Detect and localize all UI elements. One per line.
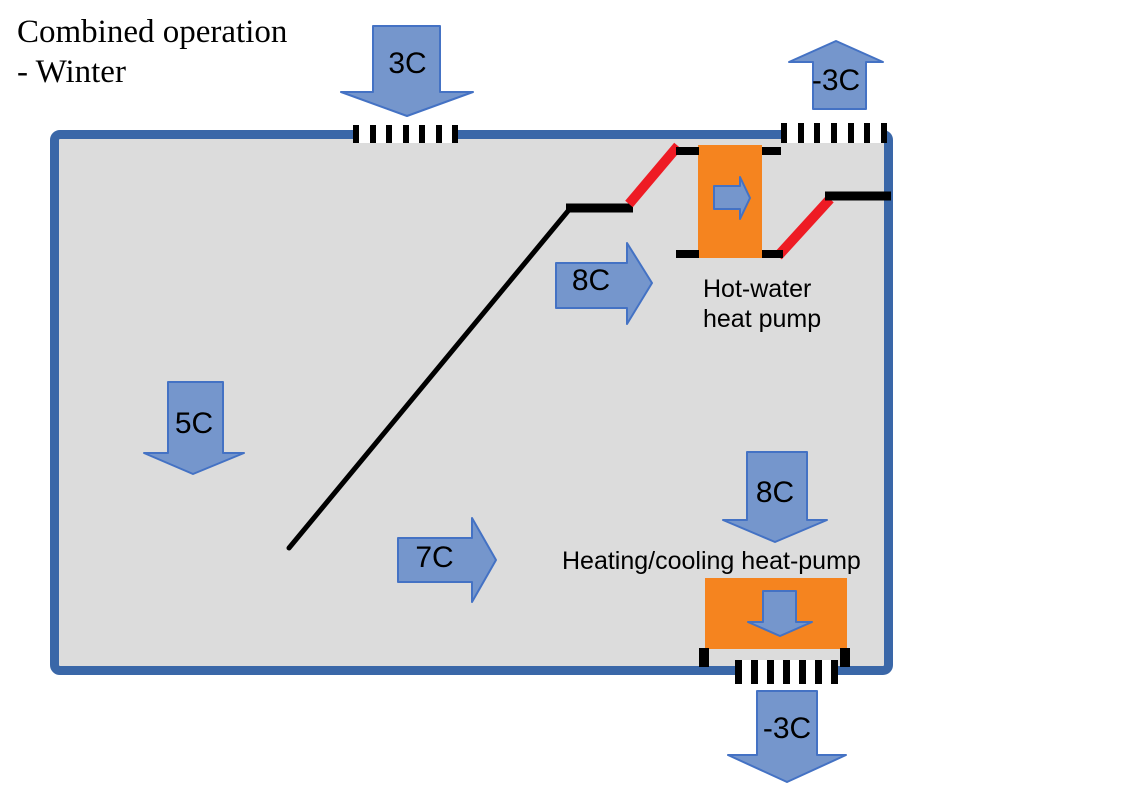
exhaust-up-arrow-icon — [788, 40, 884, 110]
hot-water-pump-label-line2: heat pump — [703, 305, 822, 333]
diagram-title-line2: - Winter — [17, 54, 126, 90]
vent-slat — [864, 123, 871, 143]
vent-slat — [767, 660, 774, 684]
vent-slat — [797, 123, 804, 143]
vent-slat — [386, 125, 392, 143]
vent-slat — [880, 123, 887, 143]
hot-water-pump-label-line1: Hot-water — [703, 275, 812, 303]
return-flow-right-arrow-icon — [397, 517, 497, 603]
return-temp-label: 7C — [415, 541, 454, 574]
exhaust-temp-label-top: -3C — [811, 64, 861, 97]
hot-water-pump-terminal-bottom-right — [762, 250, 783, 258]
vent-slat — [402, 125, 409, 143]
vent-slat — [815, 660, 822, 684]
diagram-title: Combined operation - Winter — [17, 12, 287, 92]
heating-pump-terminal-left — [699, 648, 709, 667]
vent-slat — [751, 660, 758, 684]
heating-pump-internal-arrow-icon — [747, 590, 813, 637]
intake-down-arrow-icon — [340, 25, 474, 117]
to-heating-temp-label: 8C — [755, 476, 795, 509]
vent-slat — [847, 123, 854, 143]
vent-top-intake — [353, 125, 458, 143]
vent-slat — [435, 125, 442, 143]
duct-diagonal-line — [286, 208, 571, 551]
vent-top-exhaust — [781, 123, 887, 143]
indoor-down-arrow-icon — [143, 381, 245, 475]
hot-water-pump-label: Hot-water heat pump — [703, 274, 821, 334]
intake-temp-label: 3C — [388, 47, 427, 80]
diagram-title-line1: Combined operation — [17, 14, 288, 50]
heating-cooling-pump-label: Heating/cooling heat-pump — [562, 547, 861, 575]
vent-slat — [814, 123, 821, 143]
vent-slat — [735, 660, 742, 684]
hot-water-pump-terminal-bottom-left — [676, 250, 699, 258]
vent-slat — [830, 123, 837, 143]
vent-slat — [452, 125, 458, 143]
exhaust-temp-label-bottom: -3C — [762, 712, 812, 745]
vent-slat — [419, 125, 425, 143]
indoor-down-temp-label: 5C — [174, 407, 214, 440]
vent-slat — [799, 660, 806, 684]
heating-flow-down-arrow-icon — [722, 451, 828, 543]
heating-pump-terminal-right — [840, 648, 850, 667]
vent-slat — [781, 123, 787, 143]
hot-pipe-left — [625, 142, 682, 208]
hot-pipe-right — [774, 195, 834, 260]
vent-slat — [353, 125, 359, 143]
vent-slat — [369, 125, 376, 143]
hot-water-pump-terminal-top-left — [676, 147, 699, 155]
vent-slat — [831, 660, 838, 684]
vent-bottom-exhaust — [735, 660, 838, 684]
hot-water-pump-internal-arrow-icon — [713, 176, 751, 220]
hot-water-pump-terminal-top-right — [762, 147, 781, 155]
to-hot-water-temp-label: 8C — [571, 264, 611, 297]
vent-slat — [783, 660, 790, 684]
bottom-exhaust-down-arrow-icon — [727, 690, 847, 783]
hot-water-flow-right-arrow-icon — [555, 242, 653, 325]
